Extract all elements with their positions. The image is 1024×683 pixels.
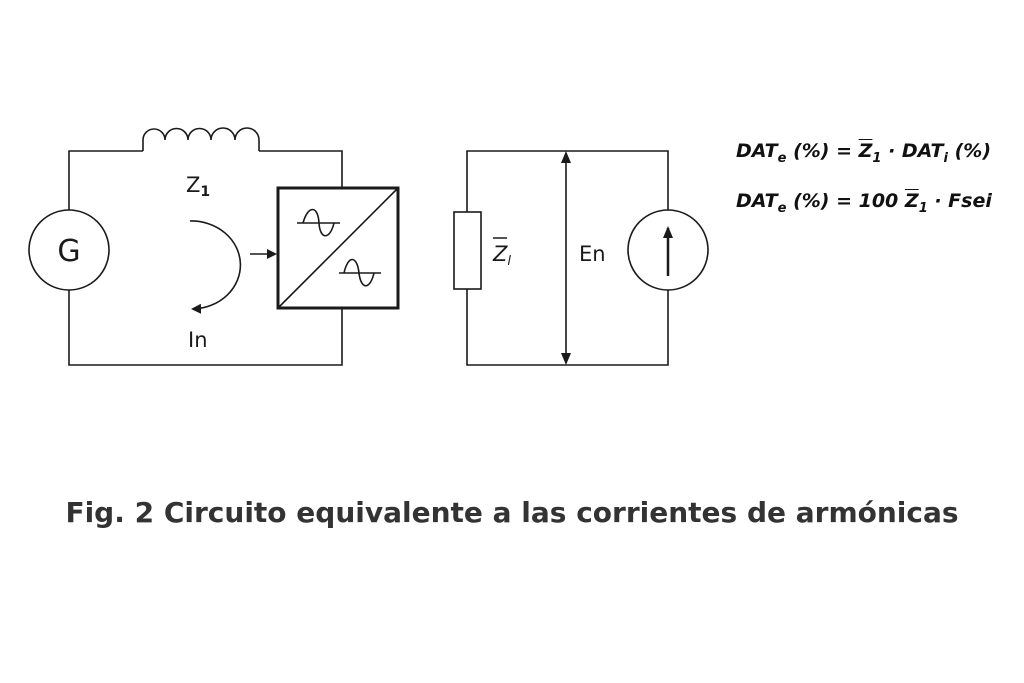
figure-caption: Fig. 2 Circuito equivalente a las corrie… (65, 496, 959, 529)
inductor (142, 127, 260, 151)
load-label: Zl (492, 242, 511, 269)
left-circuit (28, 127, 400, 366)
wire (68, 150, 343, 366)
current-label: In (188, 328, 208, 352)
ac-wave-icon (297, 208, 340, 237)
voltage-label: En (579, 242, 606, 266)
load-resistor (453, 211, 482, 290)
inductor-label: Z1 (186, 173, 210, 200)
current-source (627, 209, 709, 291)
current-loop-arrow (189, 220, 242, 314)
right-circuit (453, 150, 709, 366)
generator-label: G (57, 234, 80, 269)
ac-wave-icon (339, 258, 381, 287)
converter-box (276, 186, 400, 310)
equation-1: DATe (%) = Z1 · DATi (%) (736, 140, 992, 166)
generator (28, 209, 110, 291)
equation-2: DATe (%) = 100 Z1 · Fsei (736, 190, 992, 216)
